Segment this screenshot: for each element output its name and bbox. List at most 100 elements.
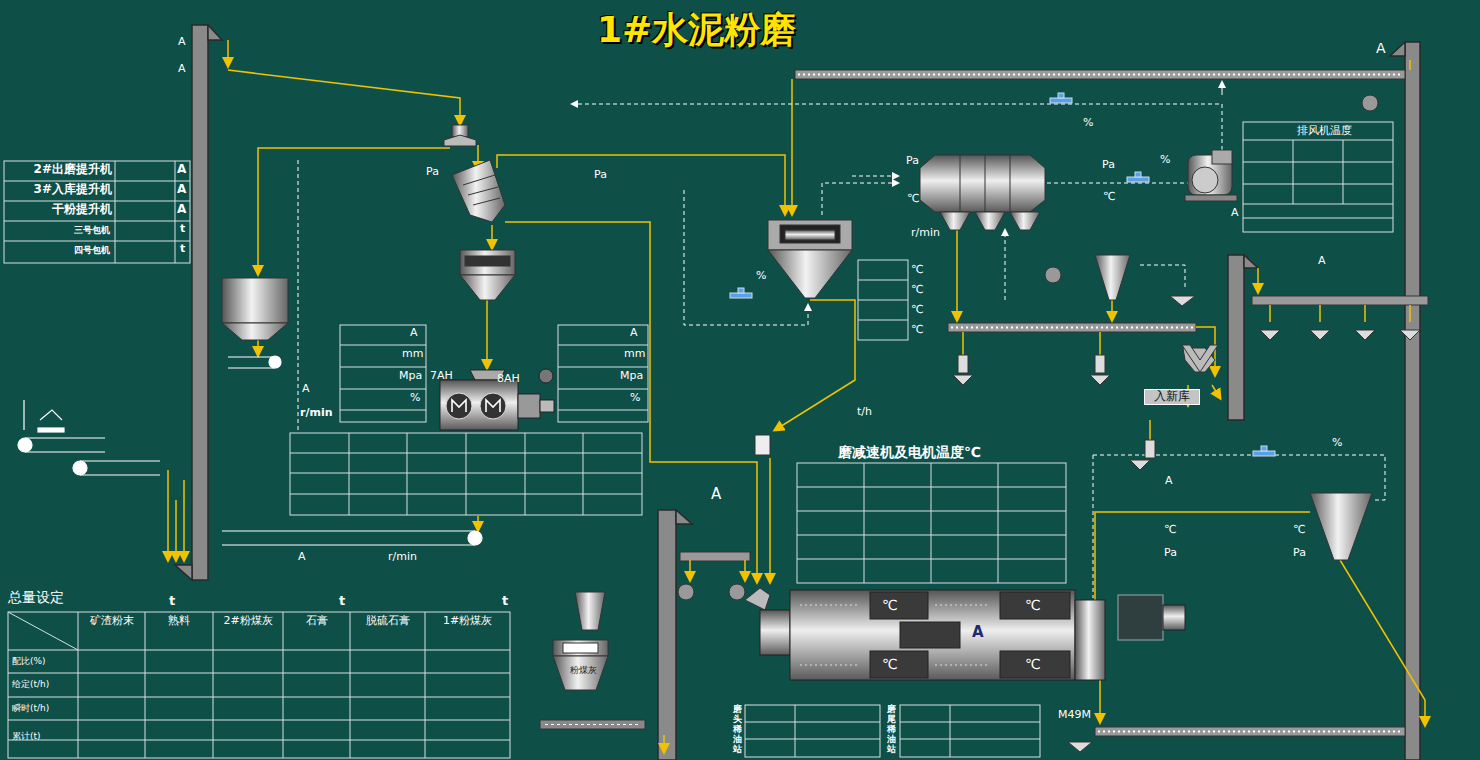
drawing-part [558,367,648,368]
drawing-part [486,300,488,368]
value-label: % [410,392,420,405]
drawing-part [1243,184,1393,185]
drawing-part [444,135,476,146]
drawing-part [298,160,299,430]
drawing-part [227,40,229,66]
drawing-part [800,605,860,606]
drawing-part [1182,345,1218,372]
drawing-part [583,433,584,515]
drawing-part [745,705,880,757]
drawing-part [678,584,694,600]
value-label: ℃ [911,284,923,297]
value-label: A [177,163,186,177]
drawing-part [257,340,259,355]
drawing-part [1005,230,1006,300]
value-label: 三号包机 [6,225,110,235]
value-label: % [756,270,766,283]
drawing-part [349,433,350,515]
value-label: 磨尾稀油站 [887,705,896,754]
drawing-part [183,480,185,560]
value-label: 磨头稀油站 [733,705,742,754]
drawing-part [920,155,1045,212]
drawing-part [73,461,87,475]
value-label: 石膏 [283,615,350,628]
value-label: ℃ [1164,524,1176,537]
value-label: 排风机温度 [1297,125,1352,138]
drawing-part [785,230,835,240]
drawing-part [790,590,1075,680]
tables [4,122,1393,758]
drawing-part [768,220,852,250]
drawing-part [738,288,744,293]
drawing-part [18,438,32,452]
drawing-part [940,212,970,230]
drawing-part [473,198,500,205]
drawing-part [951,327,1193,329]
value-label: Pa [1293,547,1306,560]
drawing-part [960,155,961,212]
drawing-part [468,187,498,195]
drawing-part [23,400,24,430]
value-label: mm [402,348,423,361]
drawing-part [269,356,281,368]
drawing-part [283,612,284,758]
drawing-part [1095,512,1310,600]
drawing-part [340,367,426,368]
value-label: 2#粉煤灰 [213,615,283,628]
drawing-part [4,221,190,222]
drawing-part [769,458,771,582]
drawing-part [775,300,855,430]
drawing-part [1010,212,1040,230]
drawing-part [900,739,1040,740]
drawing-part [795,705,796,757]
drawing-part [407,433,408,515]
drawing-part [1098,731,1402,733]
value-label: A [1318,255,1326,268]
value-label: 1#粉煤灰 [425,615,510,628]
drawing-part [948,323,1196,332]
value-label: 总量设定 [8,589,64,605]
drawing-part [745,722,880,723]
drawing-part [175,500,177,560]
distributor [1182,345,1218,372]
value-label: A [1376,40,1386,56]
drawing-part [446,393,472,419]
value-label: Pa [906,155,919,168]
drawing-part [8,612,510,758]
drawing-part [1362,95,1378,111]
bag-filter [920,155,1045,230]
value-label: % [1332,437,1342,450]
drawing-part [8,720,510,721]
drawing-part [25,451,105,452]
value-label: A [177,183,186,197]
value-label: 熟料 [145,615,213,628]
value-label: A [410,327,418,340]
drawing-part [1185,195,1237,201]
drawing-part [950,705,951,757]
drawing-part [575,592,605,630]
drawing-part [1111,300,1113,320]
drawing-part [676,510,692,524]
drawing-part [689,560,691,580]
drawing-part [795,70,1405,79]
value-label: A [1165,475,1173,488]
drawing-part [463,175,495,185]
value-label: ℃ [1025,656,1041,672]
drawing-part [1243,162,1393,163]
drawing-part [518,394,540,418]
drawing-part [1243,122,1393,232]
drawing-part [658,510,676,760]
value-label: mm [624,348,645,361]
value-label: 给定(t/h) [12,679,49,689]
value-label: ℃ [1025,597,1041,613]
value-label: 干粉提升机 [6,203,112,217]
ball-mill [760,590,1185,680]
drawing-part [468,531,482,545]
drawing-part [4,201,190,202]
drawing-part [1340,560,1425,725]
drawing-part [465,256,510,266]
value-label: t/h [857,406,872,419]
drawing-part [791,79,793,214]
drawing-part [480,393,506,419]
